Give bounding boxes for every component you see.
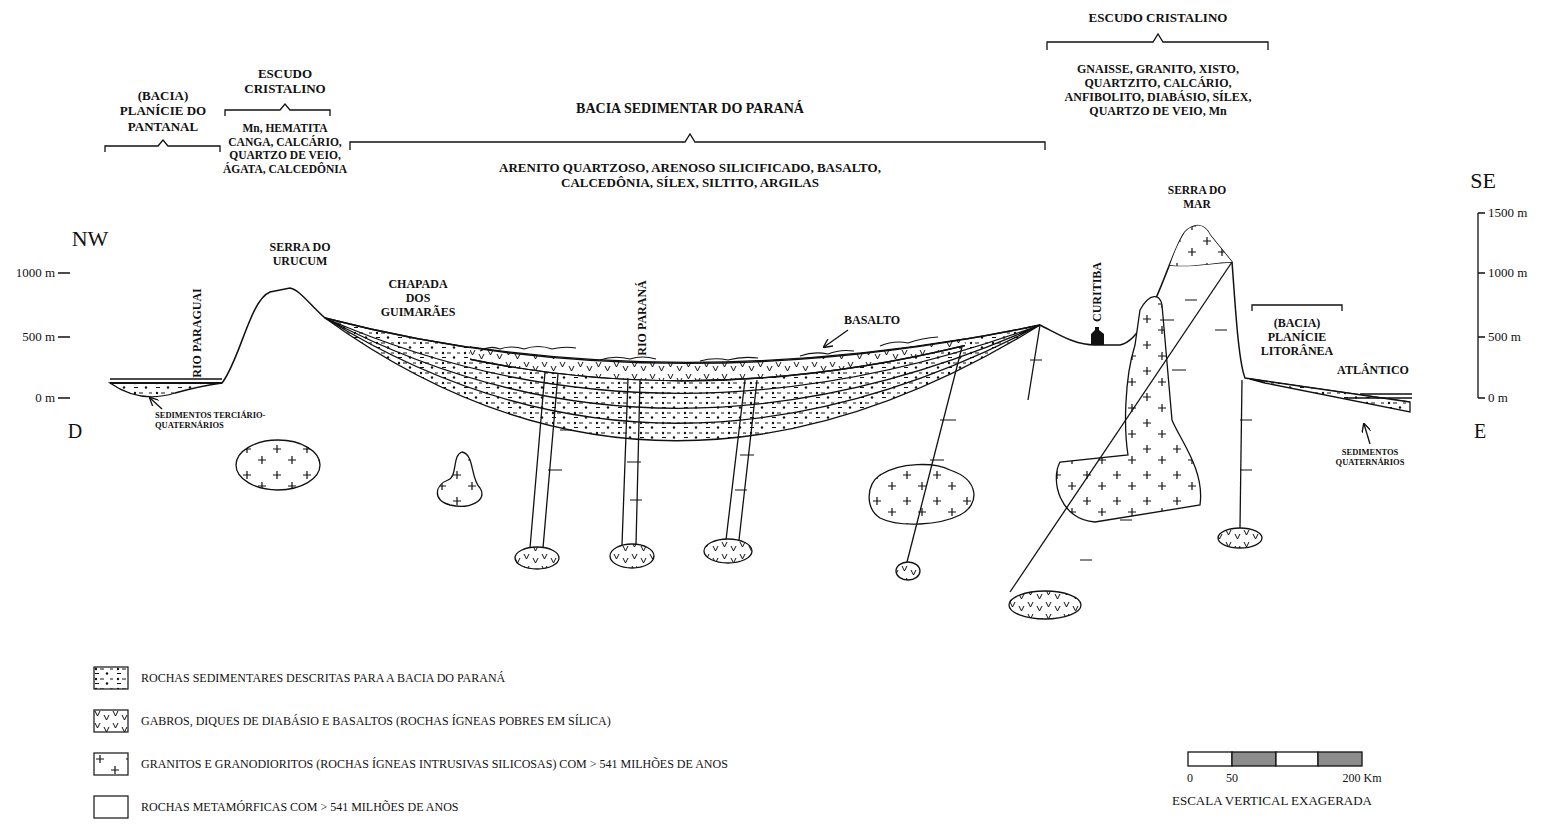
city-label: CURITIBA <box>1090 262 1104 322</box>
note-label: SEDIMENTOS TERCIÁRIO-QUATERNÁRIOS <box>155 410 290 430</box>
direction-label: SE <box>1470 168 1496 194</box>
scale-number: 200 Km <box>1343 771 1382 785</box>
legend-swatch <box>93 666 129 690</box>
axis-label: 1500 m <box>1488 205 1527 220</box>
axis-label: 500 m <box>1488 329 1521 344</box>
river-label: RIO PARAGUAI <box>190 288 204 377</box>
legend-text: ROCHAS SEDIMENTARES DESCRITAS PARA A BAC… <box>141 671 505 686</box>
region-heading: ESCUDO CRISTALINO <box>1089 10 1228 25</box>
axis-label: 500 m <box>22 329 55 344</box>
legend-text: ROCHAS METAMÓRFICAS COM > 541 MILHÕES DE… <box>141 800 459 815</box>
rock-list: ARENITO QUARTZOSO, ARENOSO SILICIFICADO,… <box>455 160 925 191</box>
rock-list: GNAISSE, GRANITO, XISTO, QUARTZITO, CALC… <box>1046 62 1271 119</box>
legend-row: GABROS, DIQUES DE DIABÁSIO E BASALTOS (R… <box>93 709 611 733</box>
legend-row: GRANITOS E GRANODIORITOS (ROCHAS ÍGNEAS … <box>93 752 728 776</box>
axis-label: 1000 m <box>16 265 55 280</box>
legend-row: ROCHAS METAMÓRFICAS COM > 541 MILHÕES DE… <box>93 795 459 819</box>
axis-label: 0 m <box>35 390 55 405</box>
side-label: D <box>68 420 82 444</box>
region-heading: (BACIA) PLANÍCIE DO PANTANAL <box>111 88 216 134</box>
axis-label: 0 m <box>1488 390 1508 405</box>
scale-number: 0 <box>1187 771 1193 785</box>
swatch-fill <box>94 753 128 775</box>
legend-swatch <box>93 795 129 819</box>
note-label: SEDIMENTOS QUATERNÁRIOS <box>1330 447 1410 467</box>
place-label: CHAPADA DOS GUIMARÃES <box>378 277 458 319</box>
rock-list: Mn, HEMATITA CANGA, CALCÁRIO, QUARTZO DE… <box>223 122 348 176</box>
legend-swatch <box>93 709 129 733</box>
region-heading: BACIA SEDIMENTAR DO PARANÁ <box>576 101 804 118</box>
place-label: SERRA DO URUCUM <box>260 240 340 268</box>
side-label: E <box>1474 420 1486 444</box>
legend-row: ROCHAS SEDIMENTARES DESCRITAS PARA A BAC… <box>93 666 505 690</box>
rock-label: BASALTO <box>844 313 900 327</box>
region-heading: ESCUDO CRISTALINO <box>238 66 333 97</box>
swatch-fill <box>94 667 128 689</box>
river-label: RIO PARANÁ <box>635 280 649 355</box>
place-label: SERRA DO MAR <box>1162 184 1232 211</box>
region-heading: (BACIA) PLANÍCIE LITORÂNEA <box>1250 316 1345 358</box>
swatch-fill <box>94 796 128 818</box>
legend-swatch <box>93 752 129 776</box>
legend-text: GRANITOS E GRANODIORITOS (ROCHAS ÍGNEAS … <box>141 757 728 772</box>
place-label: ATLÂNTICO <box>1337 363 1409 377</box>
scale-number: 50 <box>1226 771 1238 785</box>
axis-label: 1000 m <box>1488 265 1527 280</box>
direction-label: NW <box>72 226 109 252</box>
swatch-fill <box>94 710 128 732</box>
legend-text: GABROS, DIQUES DE DIABÁSIO E BASALTOS (R… <box>141 714 611 729</box>
scale-caption: ESCALA VERTICAL EXAGERADA <box>1172 793 1372 808</box>
